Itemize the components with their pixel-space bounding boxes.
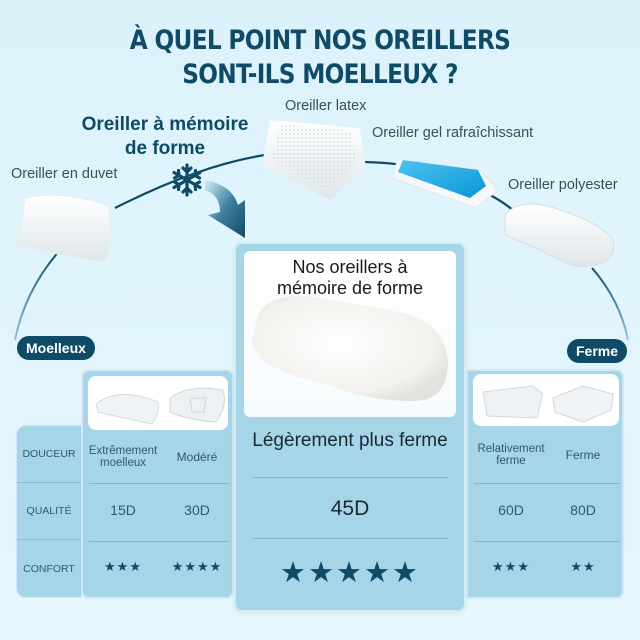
soft-end-tag: Moelleux [17,336,95,360]
featured-confort-stars: ★★★★★ [280,557,420,589]
qualite-cell-firm: 80D [570,502,596,518]
featured-label-line-1: Oreiller à mémoire [81,114,249,135]
confort-stars-down: ★★★ [104,559,142,574]
featured-douceur: Légèrement plus ferme [252,430,448,451]
page-title: À QUEL POINT NOS OREILLERS SONT-ILS MOEL… [45,24,595,92]
douceur-cell-latex: Relativement ferme [468,435,554,475]
row-divider [89,483,229,484]
row-label-qualite: QUALITÉ [17,483,81,540]
pillow-label-latex: Oreiller latex [285,98,367,114]
row-labels-column: DOUCEUR QUALITÉ CONFORT [16,425,82,598]
featured-title-line-2: mémoire de forme [276,278,424,298]
douceur-cell-down: Extrêmement moelleux [83,437,163,477]
pillow-label-gel: Oreiller gel rafraîchissant [372,125,534,141]
qualite-cell-polyfill: 30D [184,502,210,518]
qualite-cell-down: 15D [110,502,136,518]
firm-end-tag: Ferme [567,339,628,363]
row-divider [474,541,620,542]
title-line-2: SONT-ILS MOELLEUX ? [182,59,458,90]
featured-pillow-label: Oreiller à mémoire de forme [60,113,270,161]
firm-pillows-panel: Relativement ferme Ferme 60D 80D ★★★ ★★ [466,369,624,599]
row-label-confort: CONFORT [23,562,75,575]
qualite-cell-latex: 60D [498,502,524,518]
douceur-text-line-2: moelleux [99,457,147,469]
row-divider [252,538,448,539]
douceur-cell-polyfill: Modéré [176,450,218,464]
pillow-label-polyester: Oreiller polyester [508,177,618,193]
soft-pillows-panel: Extrêmement moelleux Modéré 15D 30D ★★★ … [81,369,234,599]
douceur-text-line-2: ferme [496,455,526,467]
row-label-douceur: DOUCEUR [17,426,81,483]
firm-pillows-image [473,374,619,426]
douceur-cell-firm: Ferme [565,448,601,462]
pillow-label-down: Oreiller en duvet [11,166,118,182]
confort-stars-firm: ★★ [570,559,596,574]
featured-title: Nos oreillers à mémoire de forme [244,257,456,299]
title-line-1: À QUEL POINT NOS OREILLERS [129,25,511,56]
featured-pillow-image [244,251,456,417]
douceur-text-line-1: Extrêmement [88,445,158,457]
confort-stars-polyfill: ★★★★ [171,559,223,574]
row-divider [252,477,448,478]
row-divider [89,541,229,542]
douceur-text-line-1: Relativement [477,443,545,455]
confort-stars-latex: ★★★ [492,559,530,574]
featured-label-line-2: de forme [124,138,206,159]
featured-qualite: 45D [330,497,370,520]
row-divider [474,483,620,484]
soft-pillows-image [88,376,228,430]
featured-title-line-1: Nos oreillers à [292,257,408,277]
